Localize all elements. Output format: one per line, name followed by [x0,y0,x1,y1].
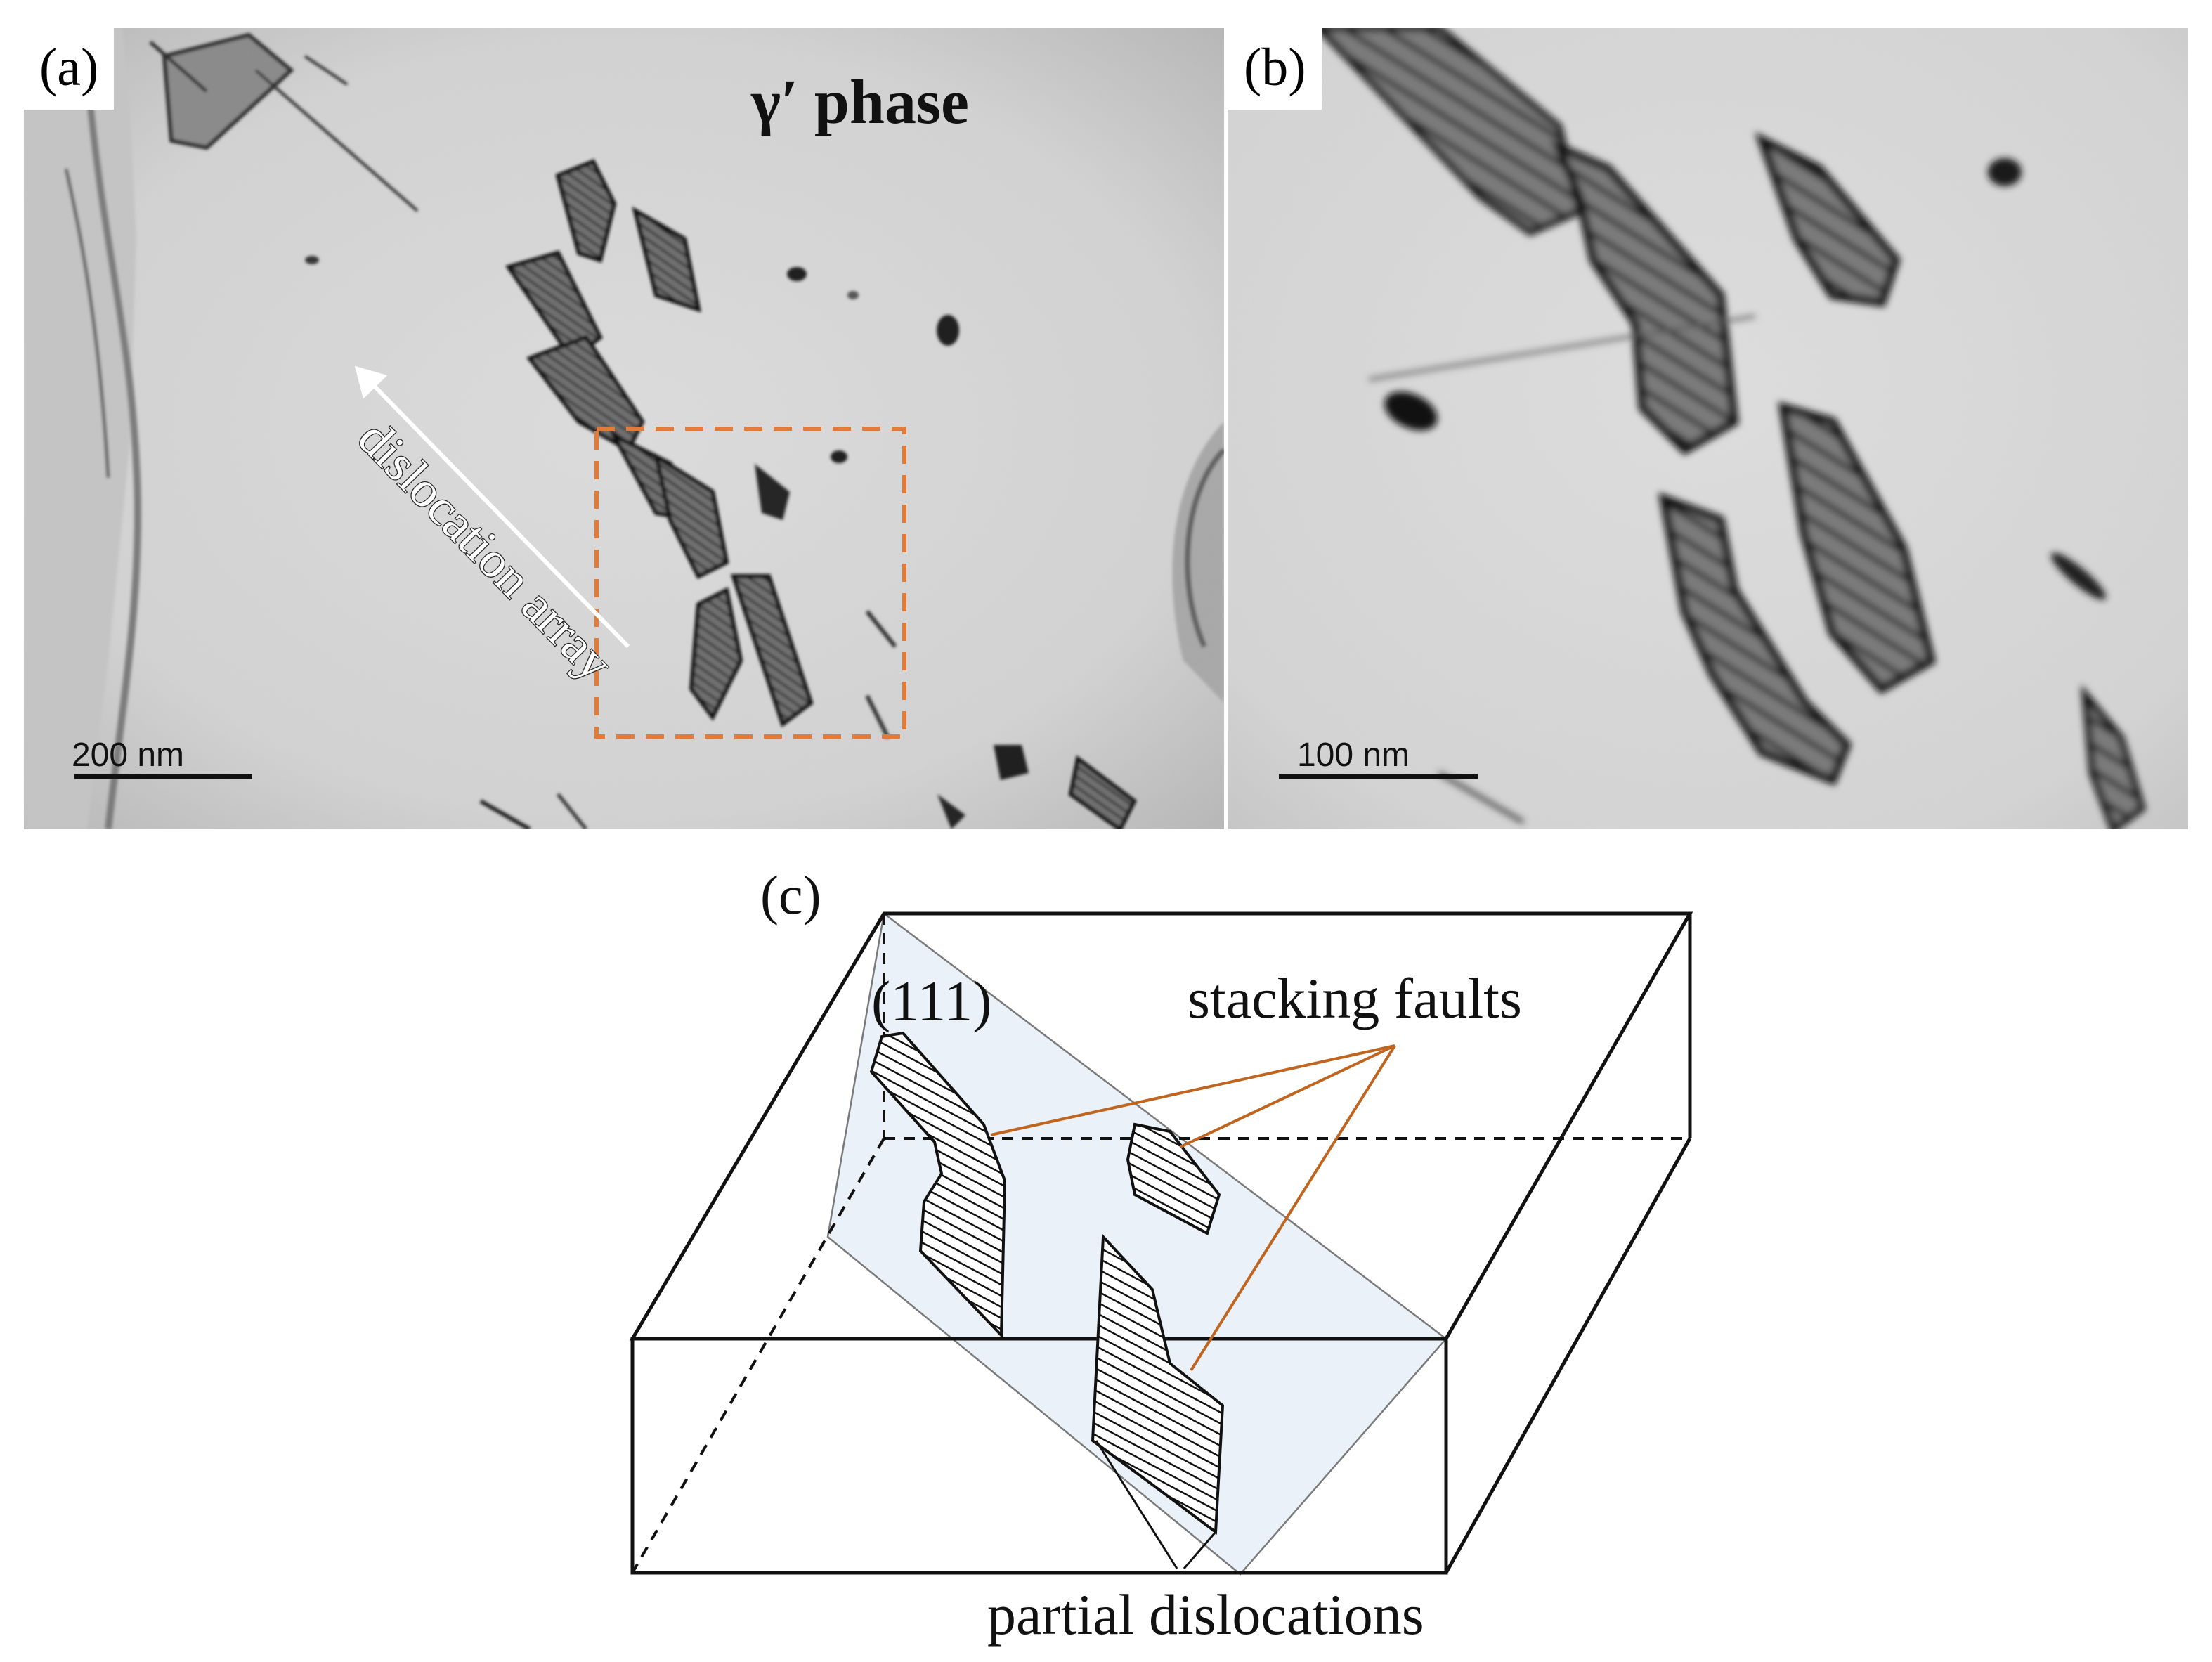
stacking-fault-schematic: (c) (111) stacking faults partial disloc… [629,864,1693,1647]
plane-111-label: (111) [871,969,992,1033]
stacking-fault-shapes [869,1031,1225,1535]
panel-b-label: (b) [1228,28,1322,110]
stacking-faults-label: stacking faults [1188,966,1522,1030]
panel-c-label: (c) [760,864,821,926]
svg-text:100 nm: 100 nm [1297,736,1410,774]
tem-micrograph-b: 100 nm [1228,28,2188,829]
panel-a-label: (a) [24,28,115,110]
scale-bar-a: 200 nm [72,736,252,779]
partial-dislocations-label: partial dislocations [987,1583,1424,1647]
tem-image-panel-a: dislocation array γ′ phase 200 nm (a) [24,28,1224,829]
svg-text:200 nm: 200 nm [72,736,184,774]
schematic-panel-c: (c) (111) stacking faults partial disloc… [0,829,2212,1662]
crystal-box-edges [629,911,1693,1575]
stacking-fault-2 [1126,1122,1221,1235]
partial-dislocation-leaders [1095,1440,1217,1569]
tem-image-panel-b: 100 nm (b) [1228,28,2188,829]
roi-box [594,427,906,739]
tem-micrograph-a: dislocation array γ′ phase 200 nm [24,28,1224,829]
dislocation-array-arrow [354,365,630,649]
scale-bar-b: 100 nm [1279,736,1478,779]
stacking-fault-leaders [990,1044,1396,1372]
stacking-fault-1 [869,1031,1007,1339]
stacking-fault-3 [1091,1233,1225,1535]
phase-label: γ′ phase [750,67,969,137]
crystal-box-hidden-edges [631,914,1690,1574]
